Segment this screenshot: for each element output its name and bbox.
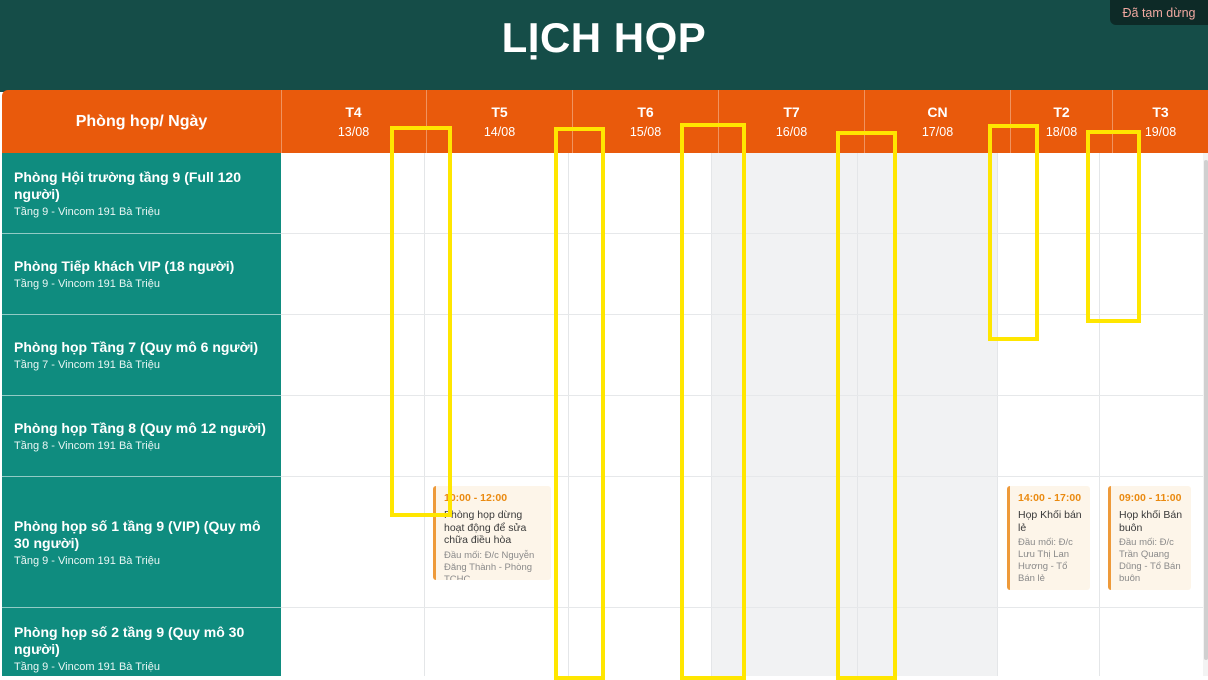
day-date: 17/08 xyxy=(921,125,954,139)
day-date: 15/08 xyxy=(629,125,662,139)
room-name: Phòng Tiếp khách VIP (18 người) xyxy=(14,258,235,274)
day-header-fri[interactable]: T6 15/08 xyxy=(573,90,719,153)
event-time: 10:00 - 12:00 xyxy=(444,492,508,504)
room-row-meeting2[interactable]: Phòng họp số 2 tầng 9 (Quy mô 30 người) … xyxy=(2,608,281,676)
row-divider xyxy=(281,395,1208,396)
event-contact: Đầu mối: Đ/c Lưu Thị Lan Hương - Tổ Bán … xyxy=(1018,537,1073,584)
column-divider xyxy=(711,153,712,676)
row-divider xyxy=(281,233,1208,234)
page-title: LỊCH HỌP xyxy=(501,14,707,61)
room-name: Phòng họp Tầng 7 (Quy mô 6 người) xyxy=(14,339,259,355)
day-date: 16/08 xyxy=(775,125,808,139)
event-title: Họp Khối bán lẻ xyxy=(1018,509,1082,534)
room-name: Phòng họp số 2 tầng 9 (Quy mô 30 người) xyxy=(14,623,245,657)
day-header-thu[interactable]: T5 14/08 xyxy=(427,90,573,153)
day-header-sat[interactable]: T7 16/08 xyxy=(719,90,865,153)
room-location: Tầng 9 - Vincom 191 Bà Triệu xyxy=(14,278,160,290)
event-contact: Đầu mối: Đ/c Nguyễn Đăng Thành - Phòng T… xyxy=(444,549,535,581)
row-divider xyxy=(281,607,1208,608)
row-divider xyxy=(281,314,1208,315)
room-row-meeting1-vip[interactable]: Phòng họp số 1 tầng 9 (VIP) (Quy mô 30 n… xyxy=(2,477,281,608)
event-title: Phòng họp dừng hoạt động để sửa chữa điề… xyxy=(444,509,527,546)
room-column-header: Phòng họp/ Ngày xyxy=(2,90,282,153)
event-contact: Đầu mối: Đ/c Trần Quang Dũng - Tổ Bán bu… xyxy=(1119,537,1181,584)
weekend-shade-sat xyxy=(711,153,857,676)
row-divider xyxy=(281,476,1208,477)
day-header-tue[interactable]: T3 19/08 xyxy=(1113,90,1208,153)
day-name: T6 xyxy=(637,104,654,120)
event-time: 09:00 - 11:00 xyxy=(1119,492,1182,504)
column-divider xyxy=(568,153,569,676)
room-location: Tầng 9 - Vincom 191 Bà Triệu xyxy=(14,205,160,218)
room-row-floor8[interactable]: Phòng họp Tầng 8 (Quy mô 12 người) Tầng … xyxy=(2,396,281,477)
room-row-vip-reception[interactable]: Phòng Tiếp khách VIP (18 người) Tầng 9 -… xyxy=(2,234,281,315)
day-header-mon[interactable]: T2 18/08 xyxy=(1011,90,1113,153)
day-date: 13/08 xyxy=(337,125,370,139)
schedule-header-row: Phòng họp/ Ngày T4 13/08 T5 14/08 T6 15/… xyxy=(2,90,1208,153)
column-divider xyxy=(857,153,858,676)
day-header-sun[interactable]: CN 17/08 xyxy=(865,90,1011,153)
day-date: 18/08 xyxy=(1045,125,1078,139)
weekend-shade-sun xyxy=(857,153,997,676)
room-location: Tầng 8 - Vincom 191 Bà Triệu xyxy=(14,440,160,452)
event-card[interactable]: 14:00 - 17:00 Họp Khối bán lẻ Đầu mối: Đ… xyxy=(1007,486,1090,590)
day-name: T5 xyxy=(491,104,508,120)
event-title: Họp khối Bán buôn xyxy=(1119,509,1183,534)
room-location: Tầng 9 - Vincom 191 Bà Triệu xyxy=(14,660,160,673)
vertical-scrollbar-thumb[interactable] xyxy=(1204,160,1208,660)
event-card[interactable]: 09:00 - 11:00 Họp khối Bán buôn Đầu mối:… xyxy=(1108,486,1191,590)
room-name: Phòng họp Tầng 8 (Quy mô 12 người) xyxy=(14,420,266,436)
room-name: Phòng Hội trường tầng 9 (Full 120 người) xyxy=(14,168,241,202)
room-row-hall[interactable]: Phòng Hội trường tầng 9 (Full 120 người)… xyxy=(2,153,281,234)
top-banner: LỊCH HỌP Đã tạm dừng xyxy=(0,0,1208,92)
event-card[interactable]: 10:00 - 12:00 Phòng họp dừng hoạt động đ… xyxy=(433,486,551,580)
day-name: T4 xyxy=(345,104,362,120)
day-date: 19/08 xyxy=(1144,125,1177,139)
schedule-body: Phòng Hội trường tầng 9 (Full 120 người)… xyxy=(2,153,1208,676)
day-name: CN xyxy=(927,104,948,120)
event-time: 14:00 - 17:00 xyxy=(1018,492,1082,504)
day-name: T3 xyxy=(1152,104,1169,120)
day-name: T7 xyxy=(783,104,800,120)
meeting-schedule-grid: Phòng họp/ Ngày T4 13/08 T5 14/08 T6 15/… xyxy=(2,90,1208,676)
column-divider xyxy=(997,153,998,676)
day-date: 14/08 xyxy=(483,125,516,139)
room-name: Phòng họp số 1 tầng 9 (VIP) (Quy mô 30 n… xyxy=(14,517,261,551)
room-location: Tầng 9 - Vincom 191 Bà Triệu xyxy=(14,554,160,567)
status-badge[interactable]: Đã tạm dừng xyxy=(1110,0,1208,25)
column-divider xyxy=(424,153,425,676)
room-row-floor7[interactable]: Phòng họp Tầng 7 (Quy mô 6 người) Tầng 7… xyxy=(2,315,281,396)
day-header-wed[interactable]: T4 13/08 xyxy=(281,90,427,153)
day-name: T2 xyxy=(1053,104,1070,120)
column-divider xyxy=(1099,153,1100,676)
room-location: Tầng 7 - Vincom 191 Bà Triệu xyxy=(14,359,160,371)
